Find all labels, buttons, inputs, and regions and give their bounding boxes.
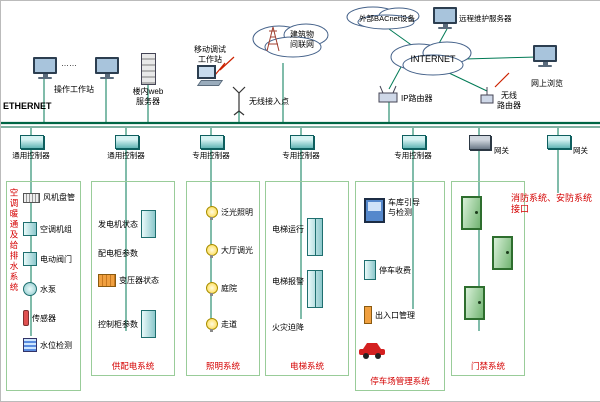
web-server-label: 楼内web 服务器	[132, 87, 164, 106]
pump-icon	[23, 282, 37, 296]
list-item: 电动阀门	[23, 252, 72, 266]
bulb-icon	[206, 318, 218, 332]
lighting-column-title: 照明系统	[205, 361, 240, 371]
ellipsis-dots: ……	[61, 59, 77, 68]
list-item: 庭院	[206, 282, 237, 296]
list-item: 水位检测	[23, 338, 72, 352]
list-item: 走道	[206, 318, 237, 332]
list-item: 传感器	[23, 310, 56, 326]
fire-security-interface-label: 消防系统、安防系统接口	[511, 193, 593, 214]
web-server-icon	[141, 53, 156, 85]
entrance-gate-icon	[364, 306, 372, 324]
external-bacnet-cloud	[346, 6, 420, 30]
controller-icon	[402, 135, 426, 149]
list-item: 发电机状态	[98, 210, 156, 238]
list-item: 泛光照明	[206, 206, 253, 220]
web-browse-label: 网上浏览	[531, 79, 563, 88]
mobile-workstation-label: 移动调试 工作站	[194, 45, 226, 64]
controller-label: 专用控制器	[192, 151, 230, 160]
hvac-column-title: 空调暖通及给排水系统	[9, 188, 19, 293]
operator-pc-icon	[33, 57, 57, 79]
radio-tower-icon	[266, 26, 280, 52]
operator-pc-icon	[95, 57, 119, 79]
ahu-icon	[23, 222, 37, 236]
list-item: 出入口管理	[364, 306, 415, 324]
water-level-icon	[23, 338, 37, 352]
transformer-icon	[98, 274, 116, 287]
wireless-router-icon	[480, 87, 494, 104]
list-item: 水泵	[23, 282, 56, 296]
door-icon	[461, 196, 482, 230]
controller-label: 专用控制器	[282, 151, 320, 160]
building-network-cloud	[252, 23, 329, 58]
elevator-shaft-icon	[307, 270, 323, 308]
web-browse-pc-icon	[533, 45, 557, 67]
controller-icon	[290, 135, 314, 149]
controller-icon	[115, 135, 139, 149]
power-column: 发电机状态 配电柜参数 变压器状态 控制柜参数 供配电系统	[91, 181, 175, 376]
valve-icon	[23, 252, 37, 266]
list-item: 电梯报警	[272, 270, 323, 308]
gateway-label: 网关	[494, 146, 509, 155]
power-column-title: 供配电系统	[111, 361, 155, 371]
guidance-monitor-icon	[364, 198, 385, 223]
internet-label: INTERNET	[410, 54, 456, 64]
remote-server-icon	[433, 7, 457, 29]
controller-label: 通用控制器	[107, 151, 145, 160]
bulb-icon	[206, 206, 218, 220]
elevator-shaft-icon	[307, 218, 323, 256]
building-network-label: 建筑物 间联网	[290, 30, 314, 49]
car-icon	[359, 343, 385, 359]
controller-icon	[20, 135, 44, 149]
external-bacnet-label: 外部BACnet设备	[359, 14, 415, 23]
list-item: 大厅调光	[206, 244, 253, 258]
toll-meter-icon	[364, 260, 376, 280]
list-item: 配电柜参数	[98, 249, 138, 258]
list-item: 电梯运行	[272, 218, 323, 256]
internet-cloud	[390, 41, 472, 76]
access-column: 门禁系统	[451, 181, 525, 376]
access-column-title: 门禁系统	[470, 361, 505, 371]
controller-icon	[200, 135, 224, 149]
list-item: 火灾迫降	[272, 323, 304, 332]
generator-cabinet-icon	[141, 210, 156, 238]
door-icon	[492, 236, 513, 270]
gateway-icon	[547, 135, 571, 149]
list-item: 空调机组	[23, 222, 72, 236]
bulb-icon	[206, 282, 218, 296]
wireless-ap-icon	[232, 86, 246, 116]
list-item: 控制柜参数	[98, 310, 156, 338]
operation-workstation-label: 操作工作站	[54, 85, 94, 94]
ip-router-icon	[378, 85, 398, 103]
gateway-icon	[469, 135, 491, 150]
wireless-ap-label: 无线接入点	[249, 97, 289, 106]
list-item: 风机盘管	[23, 192, 75, 203]
fan-coil-icon	[23, 192, 40, 203]
gateway-label: 网关	[573, 146, 588, 155]
laptop-icon	[196, 65, 224, 86]
ip-router-label: IP路由器	[401, 94, 433, 103]
parking-column: 车库引导与检测 停车收费 出入口管理 停车场管理系统	[355, 181, 445, 391]
list-item: 变压器状态	[98, 274, 159, 287]
controller-label: 通用控制器	[12, 151, 50, 160]
control-cabinet-icon	[141, 310, 156, 338]
list-item: 车库引导与检测	[364, 198, 426, 223]
list-item: 停车收费	[364, 260, 411, 280]
parking-column-title: 停车场管理系统	[370, 376, 430, 386]
remote-server-label: 远程维护服务器	[459, 14, 512, 23]
elevator-column-title: 电梯系统	[289, 361, 324, 371]
wireless-router-label: 无线 路由器	[497, 91, 521, 110]
door-icon	[464, 286, 485, 320]
hvac-column: 空调暖通及给排水系统 风机盘管 空调机组 电动阀门 水泵 传感器 水位检测	[6, 181, 81, 391]
bulb-icon	[206, 244, 218, 258]
lighting-column: 泛光照明 大厅调光 庭院 走道 照明系统	[186, 181, 260, 376]
ethernet-label: ETHERNET	[3, 101, 52, 111]
sensor-icon	[23, 310, 29, 326]
elevator-column: 电梯运行 电梯报警 火灾迫降 电梯系统	[265, 181, 349, 376]
controller-label: 专用控制器	[394, 151, 432, 160]
